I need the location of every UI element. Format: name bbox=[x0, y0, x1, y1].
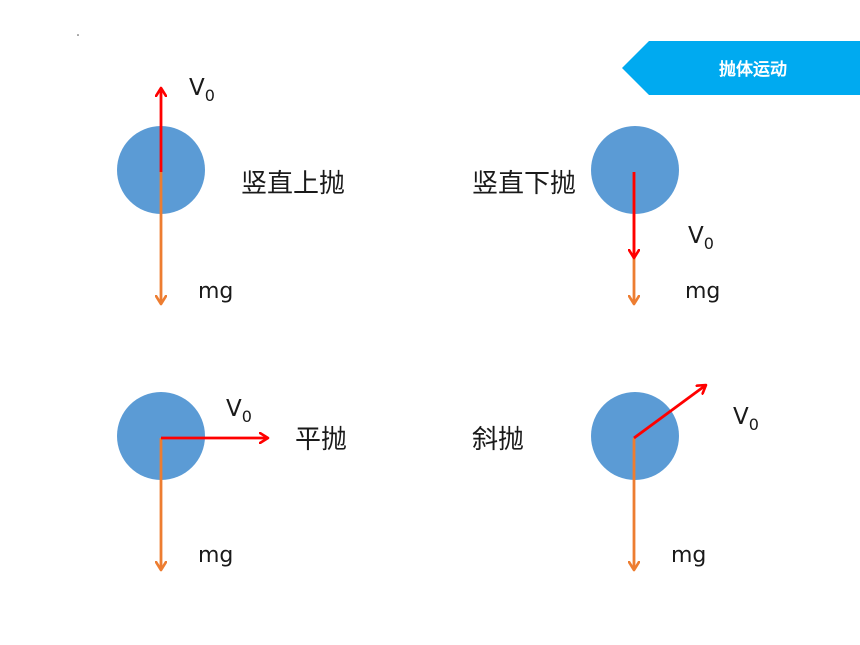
panel-horizontal: V0 平抛 mg bbox=[117, 392, 347, 570]
gravity-label: mg bbox=[685, 279, 720, 304]
velocity-label: V0 bbox=[189, 75, 215, 105]
gravity-label: mg bbox=[198, 543, 233, 568]
title-banner: 抛体运动 bbox=[622, 41, 860, 95]
stray-dot bbox=[77, 34, 79, 36]
panel-vertical-down: 竖直下抛 V0 mg bbox=[472, 126, 720, 304]
velocity-label: V0 bbox=[688, 223, 714, 253]
velocity-label: V0 bbox=[733, 404, 759, 434]
velocity-arrow-diagonal bbox=[633, 385, 706, 440]
motion-name: 斜抛 bbox=[472, 425, 524, 455]
motion-name: 平抛 bbox=[295, 425, 347, 455]
velocity-label: V0 bbox=[226, 396, 252, 426]
panel-oblique: 斜抛 V0 mg bbox=[472, 385, 759, 570]
ball bbox=[591, 126, 679, 214]
banner-shape bbox=[622, 41, 860, 95]
gravity-label: mg bbox=[671, 543, 706, 568]
motion-name: 竖直上抛 bbox=[241, 169, 345, 199]
ball bbox=[117, 392, 205, 480]
panel-vertical-up: V0 竖直上抛 mg bbox=[117, 75, 345, 304]
banner-title: 抛体运动 bbox=[719, 59, 787, 80]
motion-name: 竖直下抛 bbox=[472, 169, 576, 199]
gravity-label: mg bbox=[198, 279, 233, 304]
